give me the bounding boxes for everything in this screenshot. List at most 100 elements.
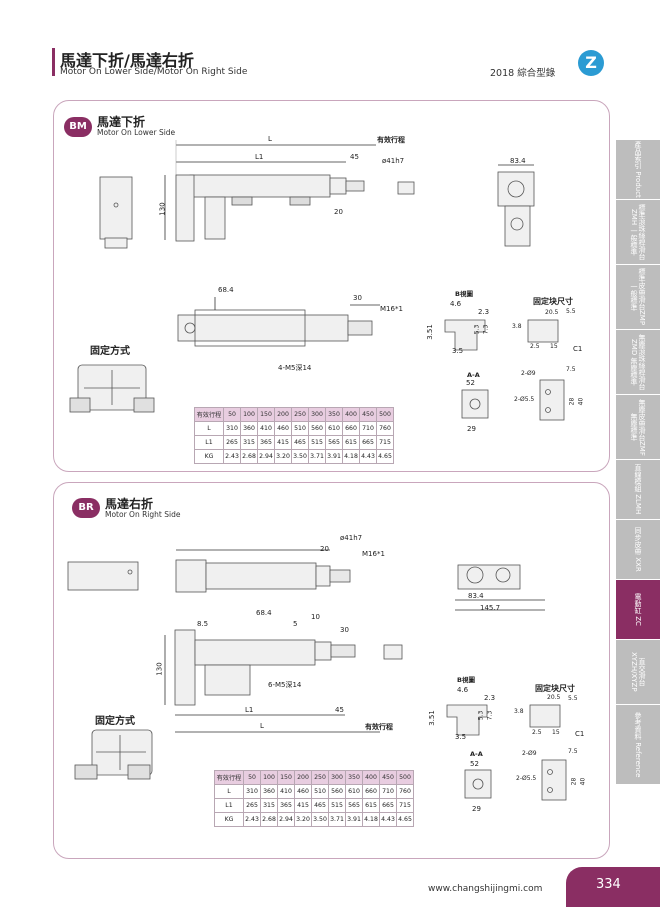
br-dim-10: 10: [311, 613, 320, 621]
bm-dim-83-4: 83.4: [510, 157, 526, 165]
br-dim-15: 15: [552, 729, 560, 736]
br-dim-28: 28: [570, 777, 578, 786]
tab-xxr[interactable]: 同步皮帶 XXR: [616, 520, 660, 580]
table-cell: 3.20: [294, 812, 312, 827]
table-row: L 310 360 410 460 510 560 610 660 710 76…: [214, 784, 414, 799]
tab-zlmh[interactable]: 直線模組 ZLMH: [616, 460, 660, 520]
table-cell: 300: [328, 770, 346, 785]
brand-logo: Z: [578, 50, 604, 76]
table-cell: 715: [376, 435, 394, 450]
br-dim-L1: L1: [245, 706, 254, 714]
tab-zmd[interactable]: 無塵滾珠絲桿滑台ZMD 無塵標準: [616, 330, 660, 395]
tab-label: 直線模組 ZLMH: [634, 464, 642, 515]
table-cell: 360: [260, 784, 278, 799]
table-cell: 有效行程: [194, 407, 224, 422]
br-subtitle: Motor On Right Side: [105, 510, 181, 519]
br-dim-40: 40: [579, 777, 587, 786]
br-dim-2-phi9: 2-Ø9: [522, 750, 537, 757]
br-fixing-label: 固定方式: [95, 716, 135, 727]
table-cell: 610: [345, 784, 363, 799]
table-cell: 265: [243, 798, 261, 813]
table-cell: 2.68: [260, 812, 278, 827]
br-dim-3-8: 3.8: [514, 708, 524, 715]
bm-dim-m5: 4-M5深14: [278, 364, 312, 372]
table-cell: 760: [396, 784, 414, 799]
br-dim-7-3: 7.3: [486, 710, 494, 721]
br-dim-45: 45: [335, 706, 344, 714]
tab-zc[interactable]: 電動缸 ZC: [616, 580, 660, 640]
table-cell: 4.18: [362, 812, 380, 827]
bm-aa-label: A-A: [467, 371, 480, 379]
bm-dim-2-phi5-5: 2-Ø5.5: [514, 396, 535, 403]
br-dim-20-5: 20.5: [547, 694, 561, 701]
tab-zmf[interactable]: 無塵皮帶滑台ZMF 無塵標準: [616, 395, 660, 460]
br-dim-68-4: 68.4: [256, 609, 272, 617]
bm-dim-L1: L1: [255, 153, 264, 161]
bm-badge: BM: [64, 117, 92, 137]
table-cell: 365: [277, 798, 295, 813]
table-cell: 710: [379, 784, 397, 799]
br-dim-8-5: 8.5: [197, 620, 209, 628]
bm-subtitle: Motor On Lower Side: [97, 128, 176, 137]
table-cell: 510: [311, 784, 329, 799]
bm-dim-d41: ø41h7: [382, 157, 405, 165]
bm-dim-2-5: 2.5: [530, 343, 540, 350]
br-dim-m5: 6-M5深14: [268, 681, 302, 689]
bm-title: 馬達下折: [97, 115, 146, 129]
bm-dim-5-5: 5.5: [566, 308, 576, 315]
table-cell: 3.71: [328, 812, 346, 827]
br-badge: BR: [72, 498, 100, 518]
table-row: KG 2.43 2.68 2.94 3.20 3.50 3.71 3.91 4.…: [214, 812, 414, 827]
bm-dim-2-3: 2.3: [478, 308, 490, 316]
tab-label: 無塵滾珠絲桿滑台ZMD 無塵標準: [630, 334, 646, 390]
page-number: 334: [596, 877, 621, 892]
bm-dim-52: 52: [466, 379, 475, 387]
table-cell: 250: [291, 407, 309, 422]
tab-label: 電動缸 ZC: [634, 593, 642, 626]
br-dim-7-5: 7.5: [568, 748, 578, 755]
bm-block-label: 固定块尺寸: [533, 297, 573, 306]
br-dim-5-5: 5.5: [568, 695, 578, 702]
table-cell: 665: [379, 798, 397, 813]
tab-label: 標準滾珠絲桿滑台ZMH 一般標準: [630, 204, 646, 260]
table-cell: 560: [328, 784, 346, 799]
br-dim-stroke: 有效行程: [365, 723, 393, 731]
tab-label: 標準皮帶滑台ZMP 一般標準: [630, 268, 646, 326]
br-dim-20: 20: [320, 545, 329, 553]
bm-fixing-label: 固定方式: [90, 346, 130, 357]
table-cell: 4.43: [379, 812, 397, 827]
table-cell: 4.65: [376, 449, 394, 464]
br-dim-2-5: 2.5: [532, 729, 542, 736]
br-dim-145-7: 145.7: [480, 604, 501, 612]
table-cell: 2.43: [223, 449, 241, 464]
table-cell: 有效行程: [214, 770, 244, 785]
bm-dim-4-6: 4.6: [450, 300, 462, 308]
tab-product[interactable]: 產品索引 Product: [616, 140, 660, 200]
page-subtitle: Motor On Lower Side/Motor On Right Side: [60, 67, 248, 77]
table-cell: 400: [362, 770, 380, 785]
br-dim-4-6: 4.6: [457, 686, 469, 694]
bm-dim-stroke: 有效行程: [377, 136, 405, 144]
br-dim-5-3: 5.3: [477, 710, 485, 721]
page-number-box: [566, 867, 660, 907]
table-cell: 100: [260, 770, 278, 785]
page-title: 馬達下折/馬達右折: [60, 51, 194, 70]
table-cell: 4.65: [396, 812, 414, 827]
table-cell: 410: [277, 784, 295, 799]
table-cell: 350: [345, 770, 363, 785]
tab-zmh[interactable]: 標準滾珠絲桿滑台ZMH 一般標準: [616, 200, 660, 265]
tab-reference[interactable]: 參考資料 Reference: [616, 705, 660, 785]
tab-xyzh[interactable]: 直交滑台 XYZH/XYZP: [616, 640, 660, 705]
bm-dim-3-5: 3.5: [452, 347, 464, 355]
table-cell: 100: [240, 407, 258, 422]
table-cell: 715: [396, 798, 414, 813]
table-cell: 515: [328, 798, 346, 813]
table-cell: 500: [396, 770, 414, 785]
table-cell: 4.43: [359, 449, 377, 464]
footer-url[interactable]: www.changshijingmi.com: [428, 884, 543, 894]
table-cell: 565: [345, 798, 363, 813]
table-cell: 2.94: [277, 812, 295, 827]
tab-zmp[interactable]: 標準皮帶滑台ZMP 一般標準: [616, 265, 660, 330]
